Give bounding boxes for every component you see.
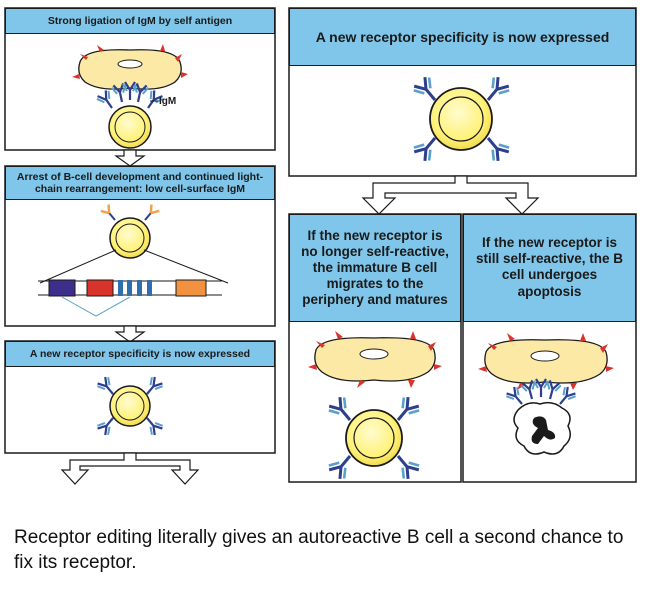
b-cell-1 <box>94 80 166 149</box>
step1-header: Strong ligation of IgM by self antigen <box>5 8 275 34</box>
arrow-split-right <box>361 175 540 215</box>
b-cell-branch-left <box>325 393 423 483</box>
self-antigen-cell <box>72 44 188 90</box>
step3-header: A new receptor specificity is now expres… <box>5 341 275 367</box>
apoptotic-b-cell <box>503 377 579 455</box>
step2-header: Arrest of B-cell development and continu… <box>5 166 275 200</box>
branch-right-header: If the new receptor is still self-reacti… <box>463 214 636 322</box>
caption-text: Receptor editing literally gives an auto… <box>14 527 624 573</box>
step1-title: Strong ligation of IgM by self antigen <box>47 14 233 27</box>
branch-left-header: If the new receptor is no longer self-re… <box>289 214 461 322</box>
b-cell-2 <box>99 203 161 259</box>
arrow-split-left <box>60 452 200 485</box>
right-top-header: A new receptor specificity is now expres… <box>289 8 636 66</box>
right-top-title: A new receptor specificity is now expres… <box>315 28 610 45</box>
b-cell-3 <box>94 374 166 438</box>
b-cell-right-top <box>410 73 513 165</box>
light-chain-locus <box>38 279 222 317</box>
branch-left-title: If the new receptor is no longer self-re… <box>301 227 449 308</box>
antigen-cell-branch-right <box>478 333 614 390</box>
arrow-down-1 <box>114 149 146 167</box>
igm-label: IgM <box>159 96 176 107</box>
step2-title: Arrest of B-cell development and continu… <box>16 170 264 195</box>
antigen-cell-branch-left <box>308 331 442 388</box>
step3-title: A new receptor specificity is now expres… <box>29 347 251 360</box>
branch-right-title: If the new receptor is still self-reacti… <box>475 235 624 299</box>
arrow-down-2 <box>114 325 146 343</box>
